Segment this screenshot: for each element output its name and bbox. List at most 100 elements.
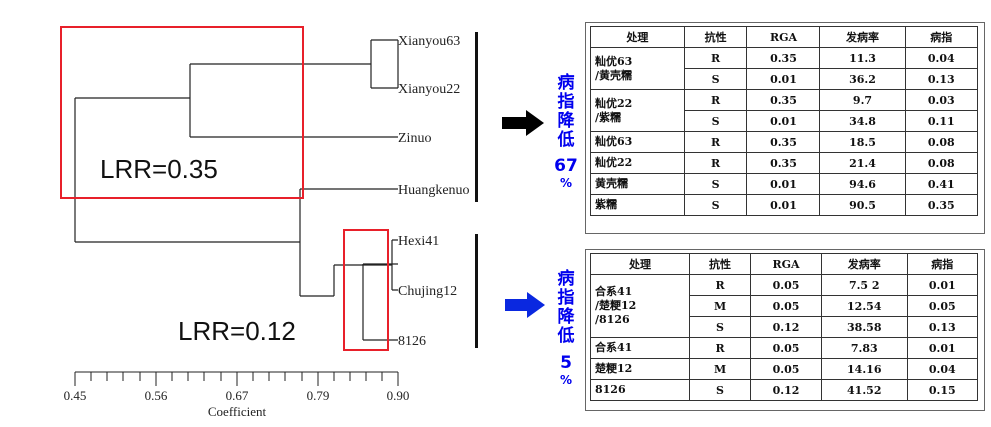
table-cell: 0.35: [746, 152, 821, 174]
lrr-annotation-bottom: LRR=0.12: [178, 316, 296, 346]
column-header: RGA: [746, 26, 821, 48]
axis-tick-label: 0.79: [307, 388, 330, 403]
table-cell: 0.05: [750, 274, 823, 296]
table-cell: 0.35: [746, 89, 821, 111]
table-cell: 0.08: [904, 131, 978, 153]
table-cell: 12.54: [821, 295, 908, 317]
group-bar-top: [475, 32, 478, 202]
column-header: 抗性: [689, 253, 752, 275]
table-cell: 0.35: [904, 194, 978, 216]
table-cell: 0.12: [750, 379, 823, 401]
lrr-annotation-top: LRR=0.35: [100, 154, 218, 184]
side-unit: %: [560, 176, 572, 190]
treatment-cell: 黄壳糯: [590, 173, 685, 195]
leaf-label: Xianyou63: [398, 34, 460, 49]
axis-tick-label: 0.45: [64, 388, 87, 403]
table-cell: 0.11: [904, 110, 978, 132]
column-header: 病指: [906, 253, 979, 275]
column-header: 抗性: [683, 26, 748, 48]
treatment-cell: 籼优22 /紫糯: [590, 89, 685, 132]
table-cell: 0.41: [904, 173, 978, 195]
table-cell: 0.01: [746, 173, 821, 195]
table-cell: R: [683, 89, 748, 111]
table-cell: 0.01: [746, 110, 821, 132]
treatment-cell: 8126: [589, 379, 691, 401]
table-cell: 90.5: [819, 194, 906, 216]
table-cell: 36.2: [819, 68, 906, 90]
table-cell: 11.3: [819, 47, 906, 69]
table-cell: 0.05: [750, 337, 823, 359]
table-cell: 0.08: [904, 152, 978, 174]
leaf-label: 8126: [398, 334, 426, 349]
table-cell: 7.83: [821, 337, 908, 359]
highlight-box-top: [60, 26, 304, 199]
side-char: 指: [558, 91, 575, 112]
side-char: 降: [558, 306, 576, 327]
table-cell: 0.01: [906, 274, 979, 296]
treatment-cell: 籼优63: [590, 131, 685, 153]
leaf-label: Xianyou22: [398, 82, 460, 97]
table-cell: 0.03: [904, 89, 978, 111]
treatment-cell: 合系41 /楚粳12 /8126: [589, 274, 691, 338]
table-cell: 21.4: [819, 152, 906, 174]
highlight-box-bottom: [343, 229, 389, 351]
treatment-cell: 楚粳12: [589, 358, 691, 380]
table-cell: 0.15: [906, 379, 979, 401]
table-cell: 0.01: [746, 68, 821, 90]
table-cell: S: [683, 68, 748, 90]
table-cell: 0.01: [906, 337, 979, 359]
axis-title: Coefficient: [208, 404, 267, 419]
table-cell: 38.58: [821, 316, 908, 338]
table-cell: 94.6: [819, 173, 906, 195]
table-cell: 0.13: [904, 68, 978, 90]
axis-tick-label: 0.90: [387, 388, 410, 403]
treatment-cell: 紫糯: [590, 194, 685, 216]
table-cell: 0.05: [750, 358, 823, 380]
side-char: 低: [557, 129, 575, 150]
table-frame-top: [585, 22, 985, 234]
table-cell: 0.04: [906, 358, 979, 380]
column-header: 处理: [589, 253, 691, 275]
side-char: 病: [558, 268, 575, 289]
leaf-label: Zinuo: [398, 131, 431, 146]
table-cell: M: [689, 358, 752, 380]
column-header: 发病率: [819, 26, 906, 48]
side-label-bottom: 病 指 降 低 5 %: [557, 268, 576, 387]
table-cell: M: [689, 295, 752, 317]
table-cell: 0.13: [906, 316, 979, 338]
side-char: 低: [557, 325, 575, 346]
table-cell: 0.05: [906, 295, 979, 317]
side-number: 5: [560, 353, 572, 373]
table-cell: S: [689, 316, 752, 338]
leaf-label: Hexi41: [398, 234, 439, 249]
table-cell: 14.16: [821, 358, 908, 380]
table-cell: R: [683, 131, 748, 153]
leaf-label: Huangkenuo: [398, 183, 470, 198]
table-cell: R: [683, 152, 748, 174]
side-char: 降: [558, 110, 576, 131]
treatment-cell: 籼优22: [590, 152, 685, 174]
table-cell: R: [689, 274, 752, 296]
table-frame-bottom: [585, 249, 985, 411]
treatment-cell: 籼优63 /黄壳糯: [590, 47, 685, 90]
side-unit: %: [560, 373, 572, 387]
side-char: 指: [558, 287, 575, 308]
table-cell: S: [689, 379, 752, 401]
table-cell: S: [683, 194, 748, 216]
arrow-right-icon-black: [502, 110, 544, 136]
axis-tick-label: 0.56: [145, 388, 168, 403]
table-cell: 7.5 2: [821, 274, 908, 296]
table-cell: S: [683, 173, 748, 195]
